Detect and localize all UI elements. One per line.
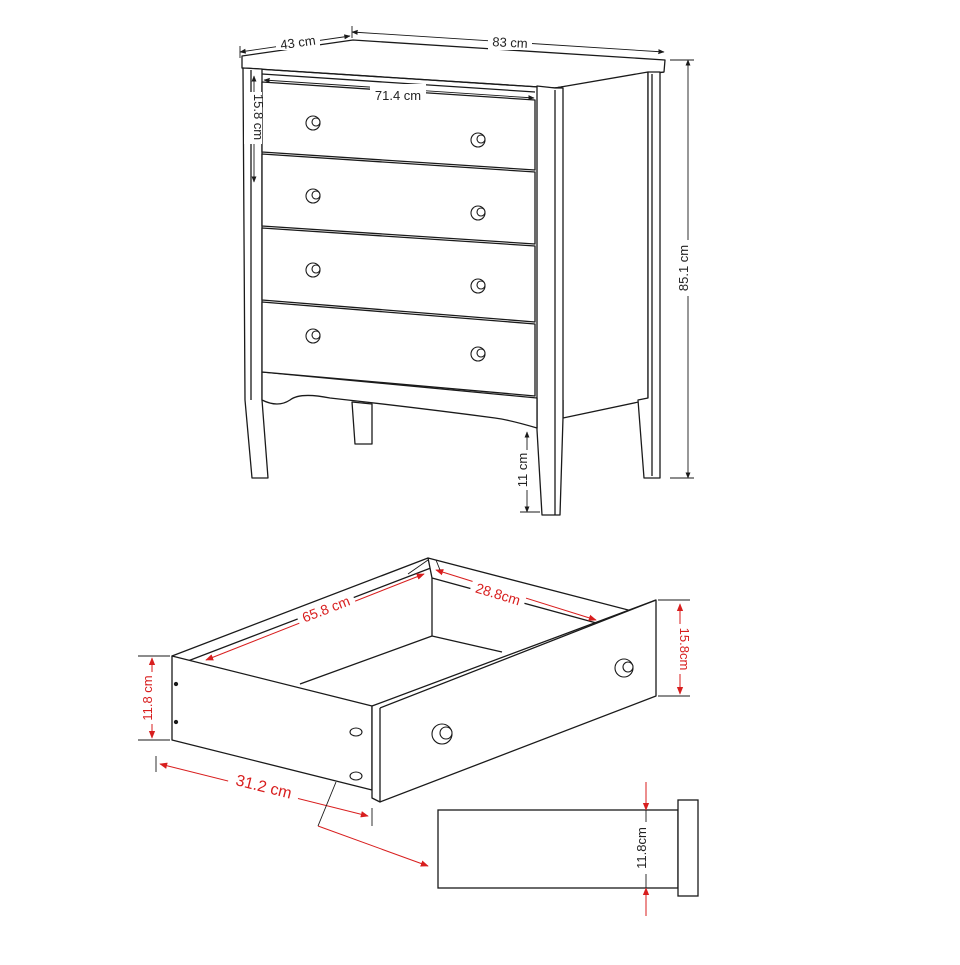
width-label: 83 cm	[492, 34, 528, 51]
detail-pointer-line	[317, 825, 429, 867]
drawer-inner-floor-line	[299, 635, 433, 685]
chest-front-right-leg	[536, 85, 564, 516]
cam-hole	[349, 727, 363, 737]
chest-of-drawers	[241, 39, 666, 516]
open-drawer-details	[173, 658, 634, 781]
drawer-dimension-labels: 65.8 cm 28.8cm 15.8cm 11.8 cm 31.2 cm	[140, 577, 692, 805]
dowel-hole	[173, 719, 179, 725]
chest-back-left-leg	[351, 401, 373, 445]
depth-label: 43 cm	[279, 33, 316, 53]
leg-height-label: 11 cm	[515, 453, 530, 487]
knob-icon	[305, 188, 321, 204]
drawer-front-top-edge	[379, 599, 657, 709]
drawer-width-label: 71.4 cm	[375, 88, 421, 103]
drawer-inner-floor-line	[431, 635, 503, 653]
detail-height-label: 11.8cm	[634, 827, 649, 869]
drawer-height-label: 15.8 cm	[251, 94, 266, 140]
open-drawer	[171, 557, 657, 803]
total-height-label: 85.1 cm	[676, 245, 691, 291]
chest-apron	[261, 371, 538, 429]
knob-icon	[470, 205, 486, 221]
drawer-front-3	[261, 227, 536, 323]
chest-side-panel	[554, 71, 649, 419]
detail-dimensions: 11.8cm	[634, 782, 655, 916]
drawer-knobs	[305, 115, 486, 362]
knob-icon	[305, 262, 321, 278]
knob-icon	[470, 132, 486, 148]
side-panel-detail	[437, 799, 699, 897]
detail-front-edge	[677, 799, 699, 897]
drawer-right-side	[427, 557, 637, 625]
drawer-left-side	[171, 655, 373, 791]
knob-icon	[305, 115, 321, 131]
drawer-front-panel	[371, 599, 657, 803]
chest-dimension-labels: 43 cm 83 cm 71.4 cm 15.8 cm 85.1 cm 11 c…	[244, 33, 698, 490]
chest-back-right-leg	[637, 71, 661, 479]
drawer-front-4	[261, 301, 536, 397]
cam-hole	[349, 771, 363, 781]
knob-icon	[305, 328, 321, 344]
drawer-front-2	[261, 153, 536, 245]
drawer-extension-lines	[138, 559, 690, 827]
knob-icon	[431, 723, 453, 745]
knob-icon	[470, 278, 486, 294]
knob-icon	[470, 346, 486, 362]
side-height-label: 11.8 cm	[140, 675, 155, 720]
dowel-hole	[173, 681, 179, 687]
front-height-label: 15.8cm	[677, 628, 692, 671]
knob-icon	[614, 658, 634, 678]
